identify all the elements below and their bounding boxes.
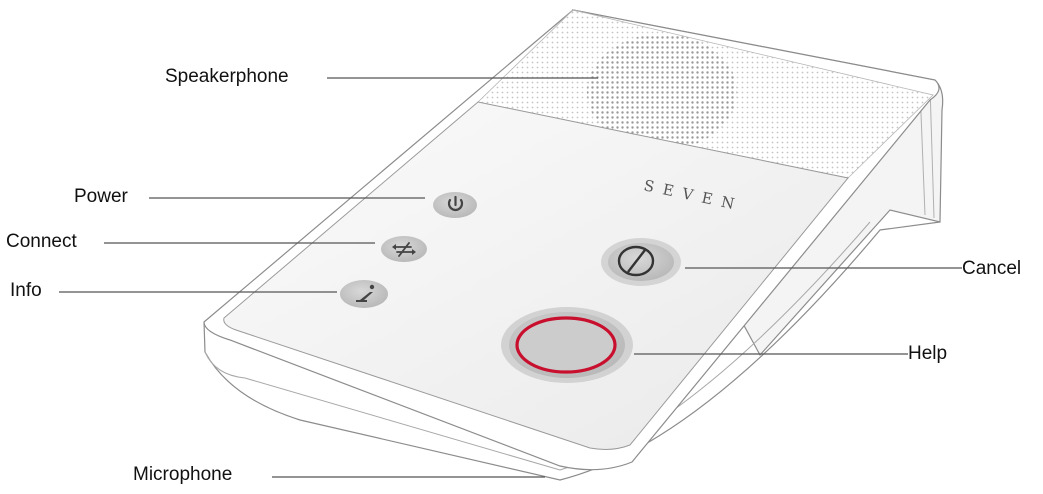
power-icon bbox=[447, 195, 464, 212]
label-cancel: Cancel bbox=[962, 258, 1022, 279]
connect-button[interactable] bbox=[381, 236, 427, 262]
leader-lines bbox=[59, 77, 962, 478]
label-power: Power bbox=[74, 186, 128, 207]
connect-arrows-icon bbox=[392, 242, 416, 257]
device-body bbox=[203, 9, 944, 481]
label-speakerphone: Speakerphone bbox=[165, 66, 289, 87]
label-info: Info bbox=[10, 280, 42, 301]
label-microphone: Microphone bbox=[133, 464, 233, 485]
info-icon bbox=[356, 284, 375, 302]
power-button[interactable] bbox=[433, 192, 477, 218]
help-button[interactable] bbox=[501, 307, 633, 383]
help-ring bbox=[515, 316, 617, 374]
cancel-icon bbox=[617, 245, 655, 277]
label-help: Help bbox=[908, 343, 948, 364]
cancel-button[interactable] bbox=[601, 238, 681, 286]
info-button[interactable] bbox=[340, 280, 388, 308]
label-connect: Connect bbox=[6, 231, 77, 252]
